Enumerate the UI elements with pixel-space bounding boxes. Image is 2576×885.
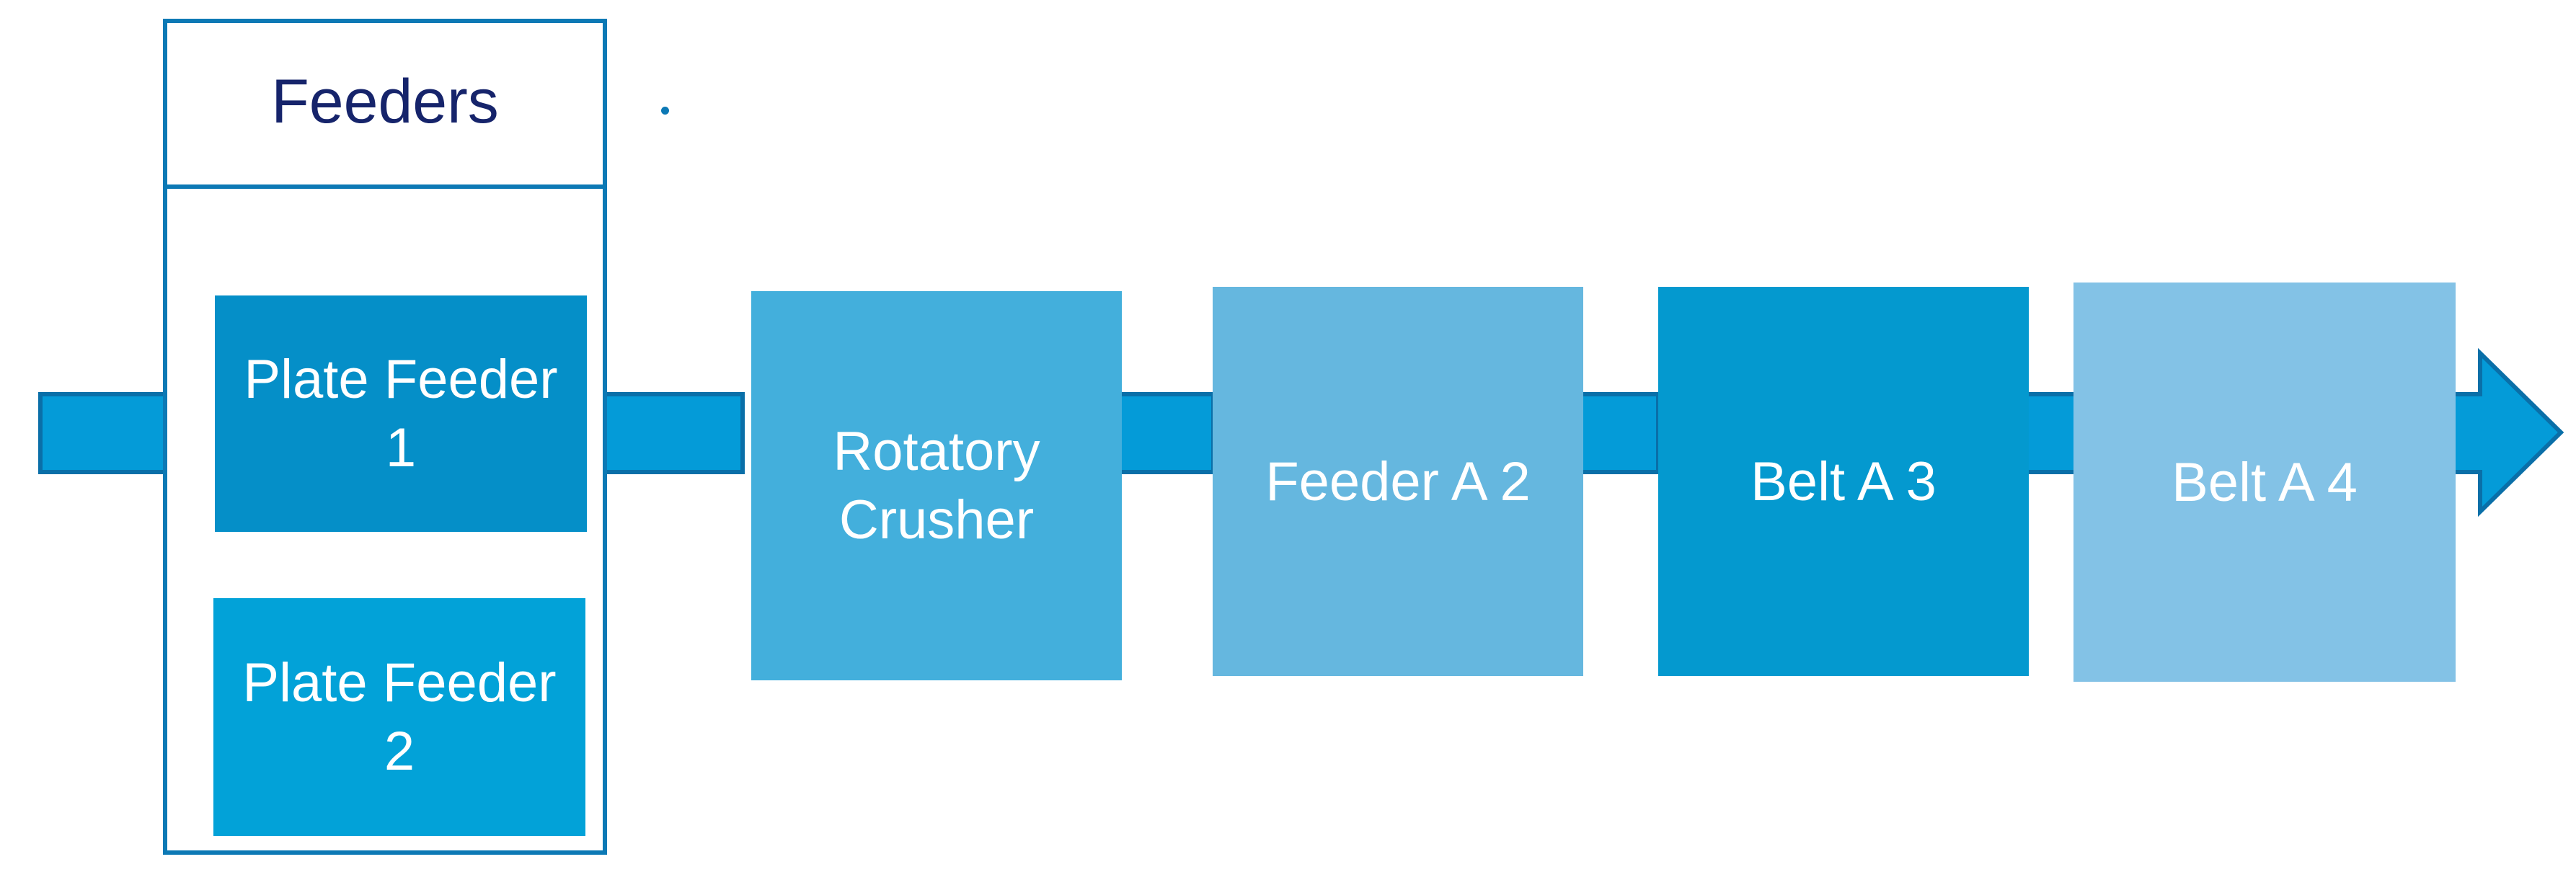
rotatory-crusher-label: Rotatory Crusher (833, 421, 1040, 551)
belt-a3-label: Belt A 3 (1750, 450, 1937, 512)
flow-arrow-segment (2024, 392, 2083, 474)
feeders-group-title: Feeders (163, 19, 607, 189)
belt-a4-label: Belt A 4 (2172, 451, 2358, 513)
flow-arrow-segment (601, 392, 745, 474)
plate-feeder-2-box: Plate Feeder 2 (213, 598, 585, 836)
plate-feeder-2-label: Plate Feeder 2 (242, 652, 557, 782)
feeder-a2-label: Feeder A 2 (1265, 450, 1531, 512)
flow-arrow-head (2449, 347, 2564, 517)
flow-arrow-segment (38, 392, 169, 474)
stray-dot (661, 107, 669, 115)
rotatory-crusher-box: Rotatory Crusher (751, 291, 1122, 680)
plate-feeder-1-label: Plate Feeder 1 (244, 349, 558, 479)
feeder-a2-box: Feeder A 2 (1213, 287, 1583, 676)
belt-a4-box: Belt A 4 (2073, 283, 2456, 682)
flow-arrow-segment (1117, 392, 1216, 474)
belt-a3-box: Belt A 3 (1658, 287, 2029, 676)
plate-feeder-1-box: Plate Feeder 1 (215, 295, 587, 532)
flow-arrow-segment (1579, 392, 1660, 474)
